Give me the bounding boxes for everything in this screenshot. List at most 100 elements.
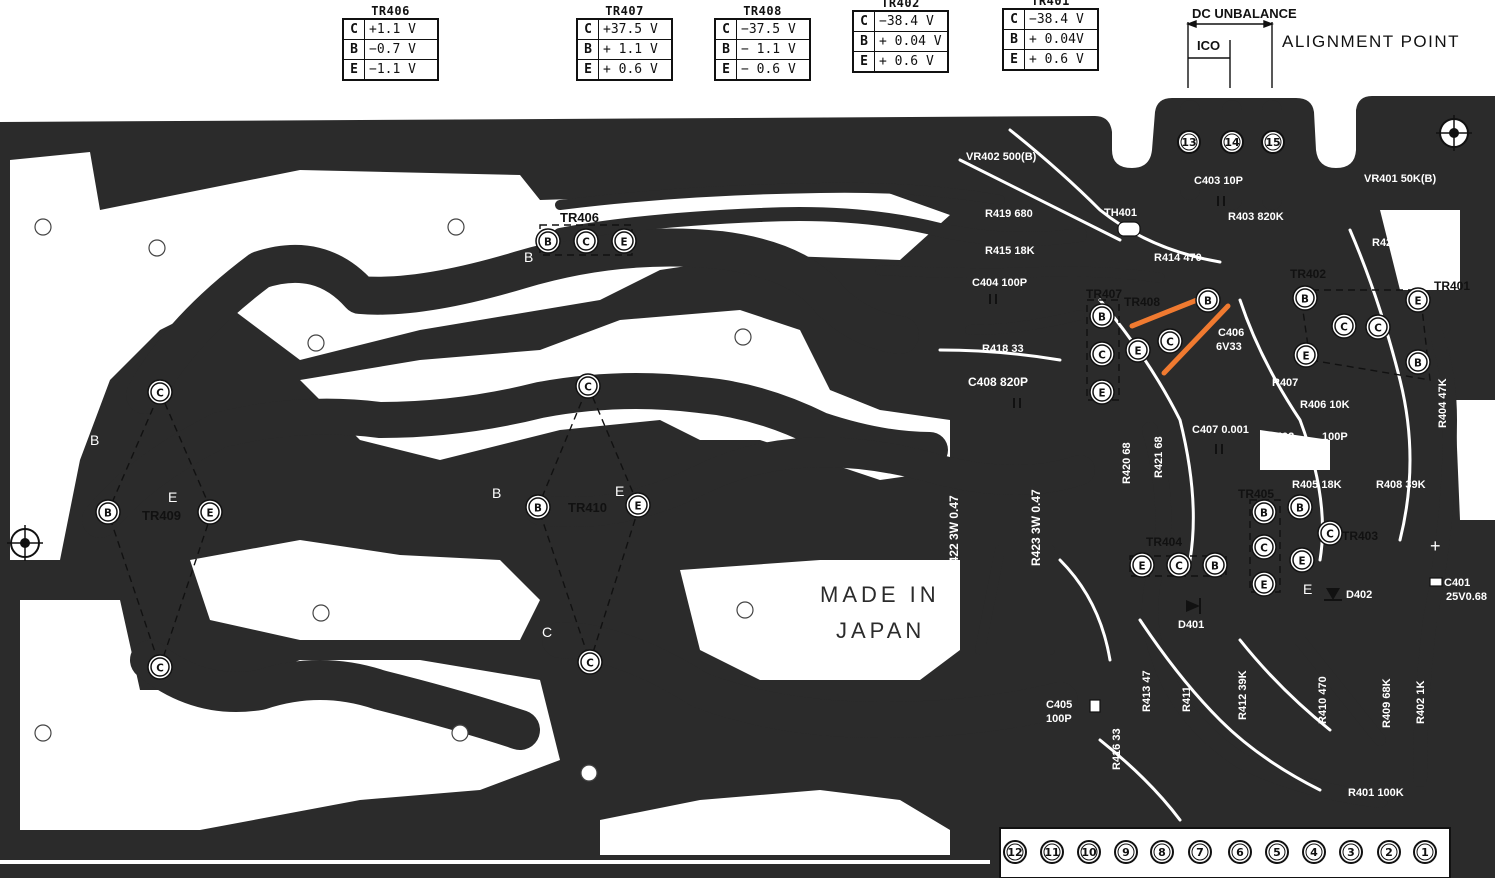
pad-label: C [584, 382, 592, 394]
terminal-number: 11 [1044, 846, 1059, 859]
made-in-label: MADE IN [820, 582, 940, 607]
pin-letter: B [90, 432, 99, 448]
pin-label: E [1002, 49, 1025, 71]
r418-label: R418 33 [982, 343, 1024, 355]
table-title: TR402 [881, 0, 920, 10]
transistor-pad: E [1405, 287, 1431, 313]
transistor-pad: C [1331, 313, 1357, 339]
transistor-pad: E [1251, 571, 1277, 597]
terminal-pad: 1 [1413, 840, 1437, 864]
pin-label: E [714, 59, 737, 81]
pad-label: E [1138, 561, 1145, 573]
r408-label: R408 39K [1376, 479, 1426, 491]
transistor-pad: E [1293, 342, 1319, 368]
tr403-label: TR403 [1342, 529, 1378, 543]
voltage-value: + 0.6 V [1024, 49, 1099, 71]
c402-value: 100P [1322, 431, 1348, 443]
transistor-pad: B [1292, 285, 1318, 311]
r410-label: R410 470 [1317, 676, 1329, 724]
pad-label: E [206, 508, 213, 520]
pad-label: E [1260, 580, 1267, 592]
r404-label: R404 47K [1437, 378, 1449, 428]
pad-label: B [1301, 294, 1309, 306]
transistor-pad: E [1125, 337, 1151, 363]
table-title: TR408 [743, 4, 782, 18]
pin-letter: B [524, 249, 533, 265]
r405-label: R405 18K [1292, 479, 1342, 491]
voltage-table-tr408: TR408 C−37.5 V B− 1.1 V E− 0.6 V [714, 4, 811, 81]
c401-value: 25V0.68 [1446, 591, 1487, 603]
pin-letter: E [1303, 581, 1312, 597]
pad-label: C [582, 237, 590, 249]
ico-label: ICO [1197, 38, 1221, 53]
terminal-number: 2 [1385, 846, 1393, 859]
terminal-number: 1 [1421, 846, 1429, 859]
terminal-pad: 4 [1302, 840, 1326, 864]
terminal-number: 7 [1196, 846, 1204, 859]
transistor-pad: B [1195, 287, 1221, 313]
pin-label: E [852, 51, 875, 73]
voltage-value: + 1.1 V [598, 39, 673, 60]
transistor-pad: C [1317, 520, 1343, 546]
terminal-pad: 14 [1220, 130, 1244, 154]
pad-label: E [634, 501, 641, 513]
pad-label: C [586, 658, 594, 670]
mounting-holes [34, 218, 754, 782]
voltage-value: −0.7 V [364, 39, 439, 60]
pad-label: B [1260, 508, 1268, 520]
terminal-pad: 6 [1228, 840, 1252, 864]
terminal-pad: 12 [1003, 840, 1027, 864]
d402-label: D402 [1346, 589, 1372, 601]
tr406-label: TR406 [560, 210, 599, 225]
terminal-pad: 15 [1261, 130, 1285, 154]
r420-label: R420 68 [1121, 442, 1133, 484]
made-in-country-label: JAPAN [836, 618, 925, 643]
terminal-pad: 3 [1339, 840, 1363, 864]
transistor-pad: C [147, 379, 173, 405]
transistor-pad: B [1251, 499, 1277, 525]
voltage-value: −38.4 V [1024, 8, 1099, 30]
vr401-label: VR401 50K(B) [1364, 173, 1436, 185]
pad-label: B [544, 237, 552, 249]
terminal-number: 8 [1158, 846, 1166, 859]
voltage-table-tr407: TR407 C+37.5 V B+ 1.1 V E+ 0.6 V [576, 4, 673, 81]
terminal-number: 15 [1265, 136, 1280, 149]
pad-label: B [534, 503, 542, 515]
pad-label: B [1414, 358, 1422, 370]
transistor-pad: B [535, 228, 561, 254]
pad-label: C [1175, 561, 1183, 573]
r419-label: R419 680 [985, 208, 1033, 220]
r409-label: R409 68K [1381, 678, 1393, 728]
dc-unbalance-label: DC UNBALANCE [1192, 6, 1297, 21]
transistor-pad: C [573, 228, 599, 254]
tr409-label: TR409 [142, 508, 181, 523]
r424-label: R424 33K [1372, 237, 1422, 249]
c402-label: C402 [1268, 431, 1294, 443]
pad-label: B [1204, 296, 1212, 308]
transistor-pad: E [625, 492, 651, 518]
terminal-number: 5 [1273, 846, 1281, 859]
c406-value: 6V33 [1216, 341, 1242, 353]
pad-label: B [1098, 312, 1106, 324]
pad-label: C [156, 663, 164, 675]
pad-label: C [1374, 323, 1382, 335]
transistor-pad: C [1365, 314, 1391, 340]
copper-traces [82, 100, 1457, 808]
pad-label: C [156, 388, 164, 400]
transistor-pad: E [197, 499, 223, 525]
terminal-number: 3 [1347, 846, 1355, 859]
terminal-pad: 13 [1177, 130, 1201, 154]
table-title: TR401 [1031, 0, 1070, 8]
terminal-pad: 9 [1114, 840, 1138, 864]
c403-label: C403 10P [1194, 175, 1243, 187]
r416-label: R416 33 [1111, 728, 1123, 770]
c408-label: C408 820P [968, 375, 1028, 389]
pad-label: E [1414, 296, 1421, 308]
r402-label: R402 1K [1415, 681, 1427, 724]
voltage-value: + 0.6 V [598, 59, 673, 81]
voltage-value: + 0.04V [1024, 29, 1099, 50]
c407-label: C407 0.001 [1192, 424, 1249, 436]
transistor-pad: C [1157, 328, 1183, 354]
